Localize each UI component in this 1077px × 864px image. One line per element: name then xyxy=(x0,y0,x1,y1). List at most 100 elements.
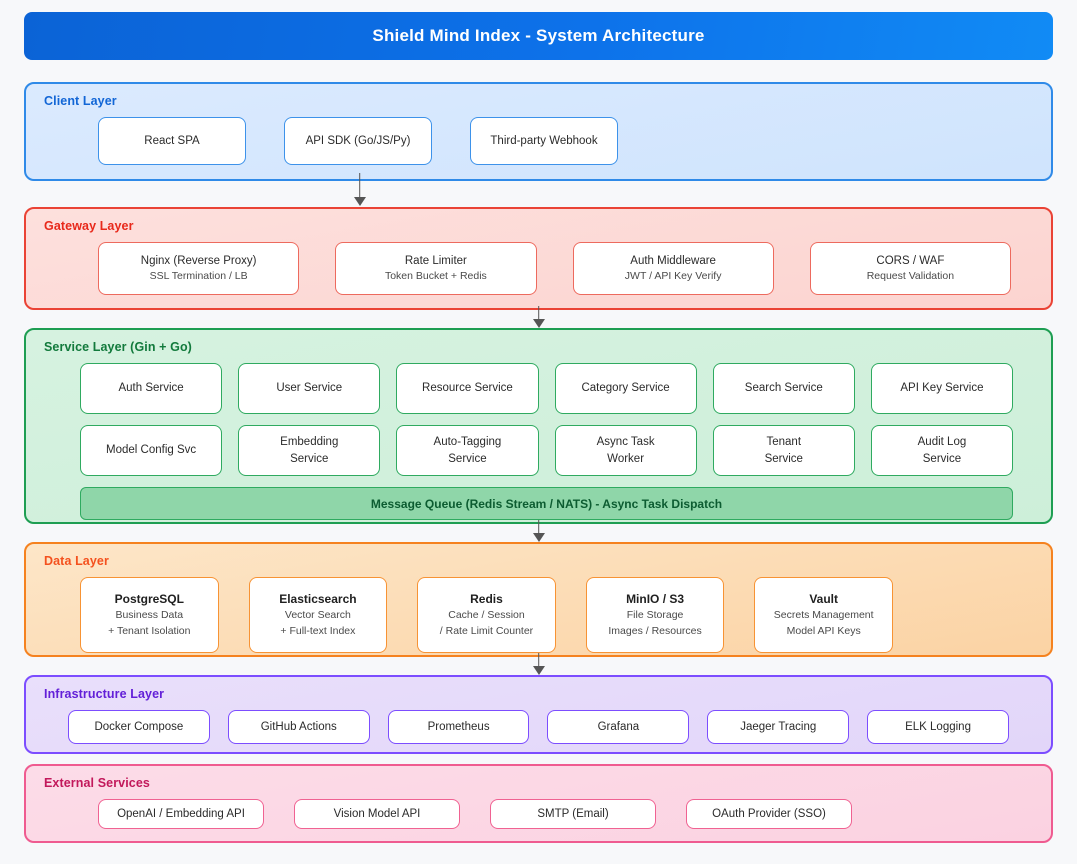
node-async-task-worker[interactable]: Async Task Worker xyxy=(554,425,697,476)
node-label: Auth Middleware xyxy=(630,254,716,267)
node-label: Rate Limiter xyxy=(404,254,467,267)
layer-client: Client Layer React SPA API SDK (Go/JS/Py… xyxy=(24,82,1053,181)
node-label: PostgreSQL xyxy=(114,592,184,607)
node-label: Model Config Svc xyxy=(106,444,197,457)
node-label: Nginx (Reverse Proxy) xyxy=(140,254,257,267)
node-resource-service[interactable]: Resource Service xyxy=(396,363,539,414)
node-sublabel: Business Data xyxy=(115,609,184,622)
node-elasticsearch[interactable]: Elasticsearch Vector Search + Full-text … xyxy=(248,577,388,653)
node-sublabel-2: Model API Keys xyxy=(786,624,861,637)
node-third-party-webhook[interactable]: Third-party Webhook xyxy=(470,117,618,165)
node-react-spa[interactable]: React SPA xyxy=(98,117,246,165)
node-label: Vault xyxy=(809,592,839,607)
node-sublabel: Service xyxy=(448,452,487,465)
node-auto-tagging-service[interactable]: Auto-Tagging Service xyxy=(396,425,539,476)
node-label: Search Service xyxy=(744,382,823,395)
layer-title-client: Client Layer xyxy=(44,94,117,108)
node-sublabel: Service xyxy=(922,452,962,465)
node-label: OAuth Provider (SSO) xyxy=(712,807,826,820)
node-sublabel: Service xyxy=(764,452,803,465)
layer-title-service: Service Layer (Gin + Go) xyxy=(44,340,192,354)
node-vault[interactable]: Vault Secrets Management Model API Keys xyxy=(754,577,893,653)
node-user-service[interactable]: User Service xyxy=(238,363,381,414)
node-oauth-provider-sso[interactable]: OAuth Provider (SSO) xyxy=(686,799,852,829)
node-label: Prometheus xyxy=(427,720,490,733)
node-label: CORS / WAF xyxy=(876,254,945,267)
node-label: Async Task xyxy=(596,435,655,448)
node-sublabel: Worker xyxy=(607,452,645,465)
layer-title-external-services: External Services xyxy=(44,776,150,790)
node-sublabel-2: Images / Resources xyxy=(608,624,702,637)
node-label: GitHub Actions xyxy=(260,720,337,733)
node-label: Vision Model API xyxy=(333,807,421,820)
node-label: OpenAI / Embedding API xyxy=(117,807,245,820)
layer-title-data: Data Layer xyxy=(44,554,109,568)
data-node-row: PostgreSQL Business Data + Tenant Isolat… xyxy=(44,577,1033,653)
service-node-row-1: Auth Service User Service Resource Servi… xyxy=(44,363,1033,414)
node-sublabel: JWT / API Key Verify xyxy=(624,270,722,283)
external-node-row: OpenAI / Embedding API Vision Model API … xyxy=(44,799,1033,829)
node-nginx[interactable]: Nginx (Reverse Proxy) SSL Termination / … xyxy=(98,242,300,295)
node-label: Resource Service xyxy=(422,382,513,395)
node-label: Docker Compose xyxy=(94,720,184,733)
node-label: ELK Logging xyxy=(905,720,971,733)
layer-gateway: Gateway Layer Nginx (Reverse Proxy) SSL … xyxy=(24,207,1053,310)
node-label: Tenant xyxy=(766,435,802,448)
node-rate-limiter[interactable]: Rate Limiter Token Bucket + Redis xyxy=(335,242,537,295)
diagram-title: Shield Mind Index - System Architecture xyxy=(24,12,1053,60)
node-cors-waf[interactable]: CORS / WAF Request Validation xyxy=(809,242,1011,295)
node-model-config-svc[interactable]: Model Config Svc xyxy=(80,425,223,476)
node-grafana[interactable]: Grafana xyxy=(547,710,690,744)
node-auth-service[interactable]: Auth Service xyxy=(80,363,223,414)
node-audit-log-service[interactable]: Audit Log Service xyxy=(870,425,1014,476)
node-sublabel: Service xyxy=(290,452,329,465)
node-label: Grafana xyxy=(597,720,640,733)
node-auth-middleware[interactable]: Auth Middleware JWT / API Key Verify xyxy=(572,242,774,295)
node-api-sdk[interactable]: API SDK (Go/JS/Py) xyxy=(284,117,432,165)
node-docker-compose[interactable]: Docker Compose xyxy=(68,710,210,744)
node-jaeger-tracing[interactable]: Jaeger Tracing xyxy=(707,710,850,744)
node-vision-model-api[interactable]: Vision Model API xyxy=(294,799,460,829)
node-embedding-service[interactable]: Embedding Service xyxy=(238,425,381,476)
node-search-service[interactable]: Search Service xyxy=(712,363,855,414)
node-smtp-email[interactable]: SMTP (Email) xyxy=(490,799,656,829)
node-sublabel: Vector Search xyxy=(284,609,351,622)
node-github-actions[interactable]: GitHub Actions xyxy=(227,710,370,744)
layer-data: Data Layer PostgreSQL Business Data + Te… xyxy=(24,542,1053,657)
layer-title-gateway: Gateway Layer xyxy=(44,219,134,233)
node-label: SMTP (Email) xyxy=(537,807,609,820)
client-node-row: React SPA API SDK (Go/JS/Py) Third-party… xyxy=(44,117,1033,165)
node-category-service[interactable]: Category Service xyxy=(554,363,697,414)
node-label: MinIO / S3 xyxy=(626,592,685,607)
node-prometheus[interactable]: Prometheus xyxy=(387,710,530,744)
connector-client-to-gateway xyxy=(0,181,1053,207)
node-sublabel: File Storage xyxy=(626,609,684,622)
node-label: Category Service xyxy=(581,382,670,395)
node-tenant-service[interactable]: Tenant Service xyxy=(712,425,855,476)
node-elk-logging[interactable]: ELK Logging xyxy=(867,710,1009,744)
node-sublabel: SSL Termination / LB xyxy=(149,270,248,283)
node-sublabel: Token Bucket + Redis xyxy=(384,270,487,283)
message-queue-bar[interactable]: Message Queue (Redis Stream / NATS) - As… xyxy=(80,487,1013,520)
layer-external-services: External Services OpenAI / Embedding API… xyxy=(24,764,1053,843)
layer-service: Service Layer (Gin + Go) Auth Service Us… xyxy=(24,328,1053,524)
node-label: API SDK (Go/JS/Py) xyxy=(305,134,411,147)
layer-title-infrastructure: Infrastructure Layer xyxy=(44,687,165,701)
node-sublabel-2: / Rate Limit Counter xyxy=(439,624,534,637)
gateway-node-row: Nginx (Reverse Proxy) SSL Termination / … xyxy=(44,242,1033,295)
node-postgresql[interactable]: PostgreSQL Business Data + Tenant Isolat… xyxy=(80,577,219,653)
node-label: Auth Service xyxy=(118,382,184,395)
node-label: Audit Log xyxy=(917,435,967,448)
infrastructure-node-row: Docker Compose GitHub Actions Prometheus… xyxy=(44,710,1033,744)
node-sublabel: Request Validation xyxy=(866,270,955,283)
node-sublabel-2: + Full-text Index xyxy=(280,624,356,637)
node-label: User Service xyxy=(276,382,343,395)
node-label: Jaeger Tracing xyxy=(740,720,817,733)
node-api-key-service[interactable]: API Key Service xyxy=(870,363,1014,414)
node-minio-s3[interactable]: MinIO / S3 File Storage Images / Resourc… xyxy=(585,577,725,653)
node-openai-embedding-api[interactable]: OpenAI / Embedding API xyxy=(98,799,264,829)
node-redis[interactable]: Redis Cache / Session / Rate Limit Count… xyxy=(417,577,556,653)
node-label: Third-party Webhook xyxy=(490,134,598,147)
service-node-row-2: Model Config Svc Embedding Service Auto-… xyxy=(44,425,1033,476)
